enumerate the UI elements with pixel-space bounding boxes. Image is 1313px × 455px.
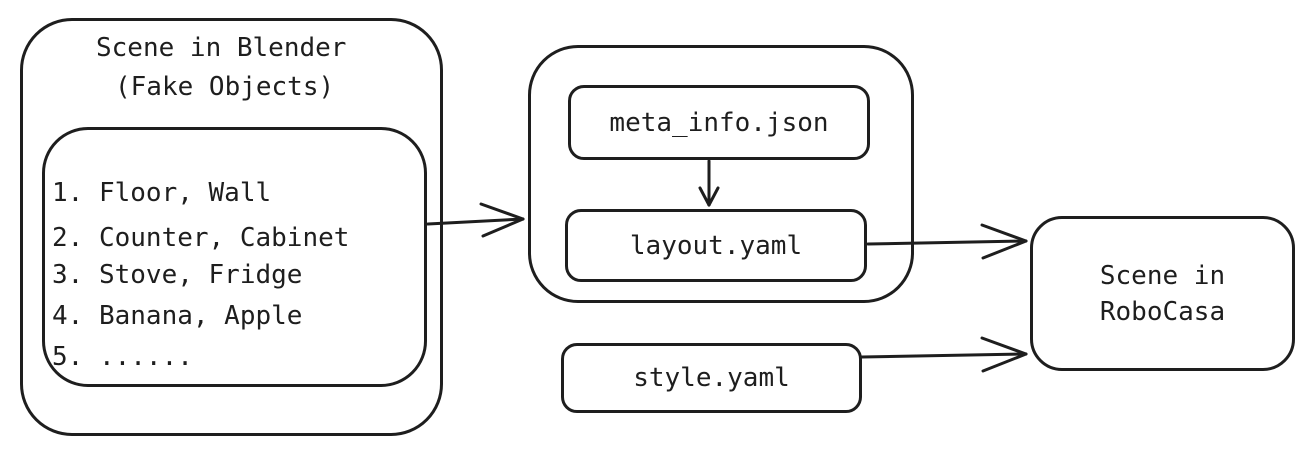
list-item: 3. Stove, Fridge bbox=[52, 260, 303, 290]
layout-yaml-label: layout.yaml bbox=[629, 230, 803, 261]
blender-scene-title-line1: Scene in Blender bbox=[96, 33, 347, 63]
robocasa-scene-line2: RoboCasa bbox=[1099, 296, 1226, 327]
list-item: 5. ...... bbox=[52, 342, 193, 372]
layout-yaml-box: layout.yaml bbox=[565, 209, 867, 282]
meta-info-json-label: meta_info.json bbox=[609, 107, 829, 138]
meta-info-json-box: meta_info.json bbox=[568, 85, 870, 160]
list-item: 1. Floor, Wall bbox=[52, 178, 272, 208]
style-yaml-label: style.yaml bbox=[633, 363, 790, 393]
list-item: 2. Counter, Cabinet bbox=[52, 223, 350, 253]
arrow-style-to-robocasa bbox=[860, 336, 1028, 373]
blender-scene-title-line2: (Fake Objects) bbox=[115, 72, 335, 102]
robocasa-scene-box: Scene in RoboCasa bbox=[1030, 216, 1295, 371]
robocasa-scene-line1: Scene in bbox=[1099, 260, 1226, 291]
style-yaml-box: style.yaml bbox=[561, 343, 862, 413]
list-item: 4. Banana, Apple bbox=[52, 301, 303, 331]
fake-objects-list-box bbox=[42, 127, 427, 387]
